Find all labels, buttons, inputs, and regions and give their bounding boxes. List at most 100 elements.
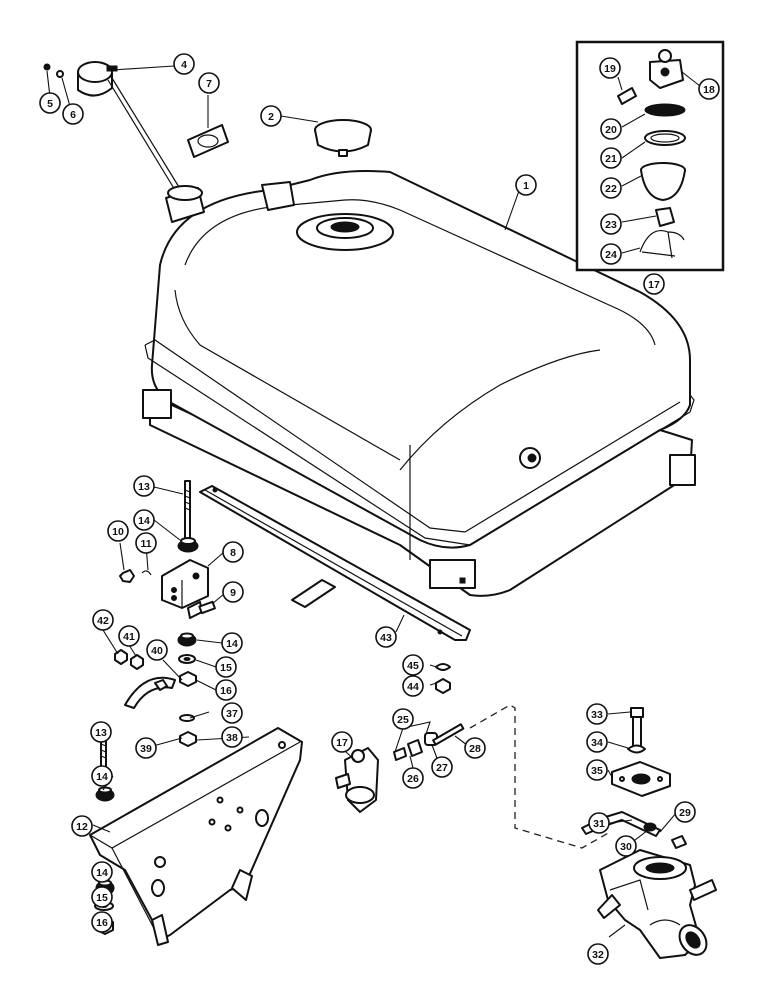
svg-text:35: 35 <box>591 765 603 777</box>
spacer-stack <box>177 632 197 747</box>
callout-8: 8 <box>222 541 244 563</box>
svg-text:44: 44 <box>407 681 419 693</box>
svg-text:27: 27 <box>436 762 448 774</box>
tank-support-strap <box>199 485 471 641</box>
callout-14-c: 14 <box>91 765 113 787</box>
rubber-cushion-lower <box>95 786 115 802</box>
callout-20: 20 <box>600 118 622 140</box>
callout-39: 39 <box>135 737 157 759</box>
sender-gasket <box>187 124 229 158</box>
callout-33: 33 <box>586 703 608 725</box>
callout-40: 40 <box>146 639 168 661</box>
svg-text:37: 37 <box>226 708 238 720</box>
callout-6: 6 <box>62 103 84 125</box>
callout-13-lower: 13 <box>90 721 112 743</box>
svg-text:5: 5 <box>47 98 53 110</box>
svg-text:2: 2 <box>268 111 274 123</box>
callout-42: 42 <box>92 609 114 631</box>
svg-text:39: 39 <box>140 743 152 755</box>
rubber-cushion-upper <box>177 537 199 553</box>
shutoff-valve <box>335 747 379 813</box>
svg-text:16: 16 <box>96 917 108 929</box>
callout-41: 41 <box>118 625 140 647</box>
callout-38: 38 <box>221 726 243 748</box>
svg-text:32: 32 <box>592 949 604 961</box>
callout-34: 34 <box>586 731 608 753</box>
callout-35: 35 <box>586 759 608 781</box>
nut-and-lockwasher <box>119 569 152 583</box>
svg-text:24: 24 <box>605 249 617 261</box>
strap-nut-and-washer <box>435 663 451 694</box>
svg-text:10: 10 <box>112 526 124 538</box>
support-plate <box>89 727 303 946</box>
svg-text:28: 28 <box>469 743 481 755</box>
callout-14-a: 14 <box>133 509 155 531</box>
svg-text:14: 14 <box>138 515 150 527</box>
callout-9: 9 <box>222 581 244 603</box>
callout-14-b: 14 <box>221 632 243 654</box>
carburetor <box>597 849 717 959</box>
svg-text:30: 30 <box>620 841 632 853</box>
svg-text:17: 17 <box>336 737 348 749</box>
callout-2: 2 <box>260 105 282 127</box>
callout-7: 7 <box>198 72 220 94</box>
callout-31: 31 <box>588 812 610 834</box>
sediment-bowl-inset <box>575 40 725 272</box>
svg-text:45: 45 <box>407 660 419 672</box>
svg-text:8: 8 <box>230 547 236 559</box>
carburetor-fittings <box>643 822 687 849</box>
svg-text:25: 25 <box>397 714 409 726</box>
fuel-line-path <box>469 704 611 849</box>
carburetor-bolt <box>630 707 644 752</box>
callout-24: 24 <box>600 243 622 265</box>
carburetor-gasket <box>611 761 671 797</box>
svg-text:34: 34 <box>591 737 603 749</box>
callout-15-b: 15 <box>91 886 113 908</box>
svg-text:31: 31 <box>593 818 605 830</box>
callout-16-a: 16 <box>215 679 237 701</box>
callout-18: 18 <box>698 78 720 100</box>
svg-text:22: 22 <box>605 183 617 195</box>
clamp-strap <box>124 676 176 709</box>
svg-text:20: 20 <box>605 124 617 136</box>
callout-16-b: 16 <box>91 911 113 933</box>
callout-29: 29 <box>674 801 696 823</box>
svg-text:14: 14 <box>96 771 108 783</box>
svg-text:11: 11 <box>140 538 151 550</box>
svg-text:41: 41 <box>123 631 135 643</box>
svg-text:42: 42 <box>97 615 109 627</box>
fuel-line-fittings <box>393 723 465 761</box>
svg-text:6: 6 <box>70 109 76 121</box>
svg-text:17: 17 <box>648 279 660 291</box>
callout-4: 4 <box>173 53 195 75</box>
svg-text:23: 23 <box>605 219 617 231</box>
svg-text:14: 14 <box>96 867 108 879</box>
callout-17-inset: 17 <box>643 273 665 295</box>
callout-11: 11 <box>135 532 157 554</box>
callout-28: 28 <box>464 737 486 759</box>
filler-cap <box>314 119 372 157</box>
stud-upper <box>184 480 191 540</box>
callout-14-d: 14 <box>91 861 113 883</box>
callout-1: 1 <box>515 174 537 196</box>
svg-text:15: 15 <box>96 892 108 904</box>
svg-text:15: 15 <box>220 662 232 674</box>
sender-screw-and-washer <box>43 63 64 78</box>
svg-text:18: 18 <box>703 84 715 96</box>
callout-10: 10 <box>107 520 129 542</box>
callout-17-main: 17 <box>331 731 353 753</box>
svg-text:38: 38 <box>226 732 238 744</box>
mounting-bracket <box>161 559 209 609</box>
fuel-gauge-sender <box>77 61 205 223</box>
bracket-bolt <box>187 600 216 619</box>
callout-37: 37 <box>221 702 243 724</box>
callout-21: 21 <box>600 147 622 169</box>
svg-text:29: 29 <box>679 807 691 819</box>
svg-text:14: 14 <box>226 638 238 650</box>
svg-text:26: 26 <box>407 773 419 785</box>
callout-30: 30 <box>615 835 637 857</box>
carburetor-lockwasher <box>627 744 646 754</box>
svg-text:21: 21 <box>605 153 617 165</box>
svg-text:4: 4 <box>181 59 187 71</box>
